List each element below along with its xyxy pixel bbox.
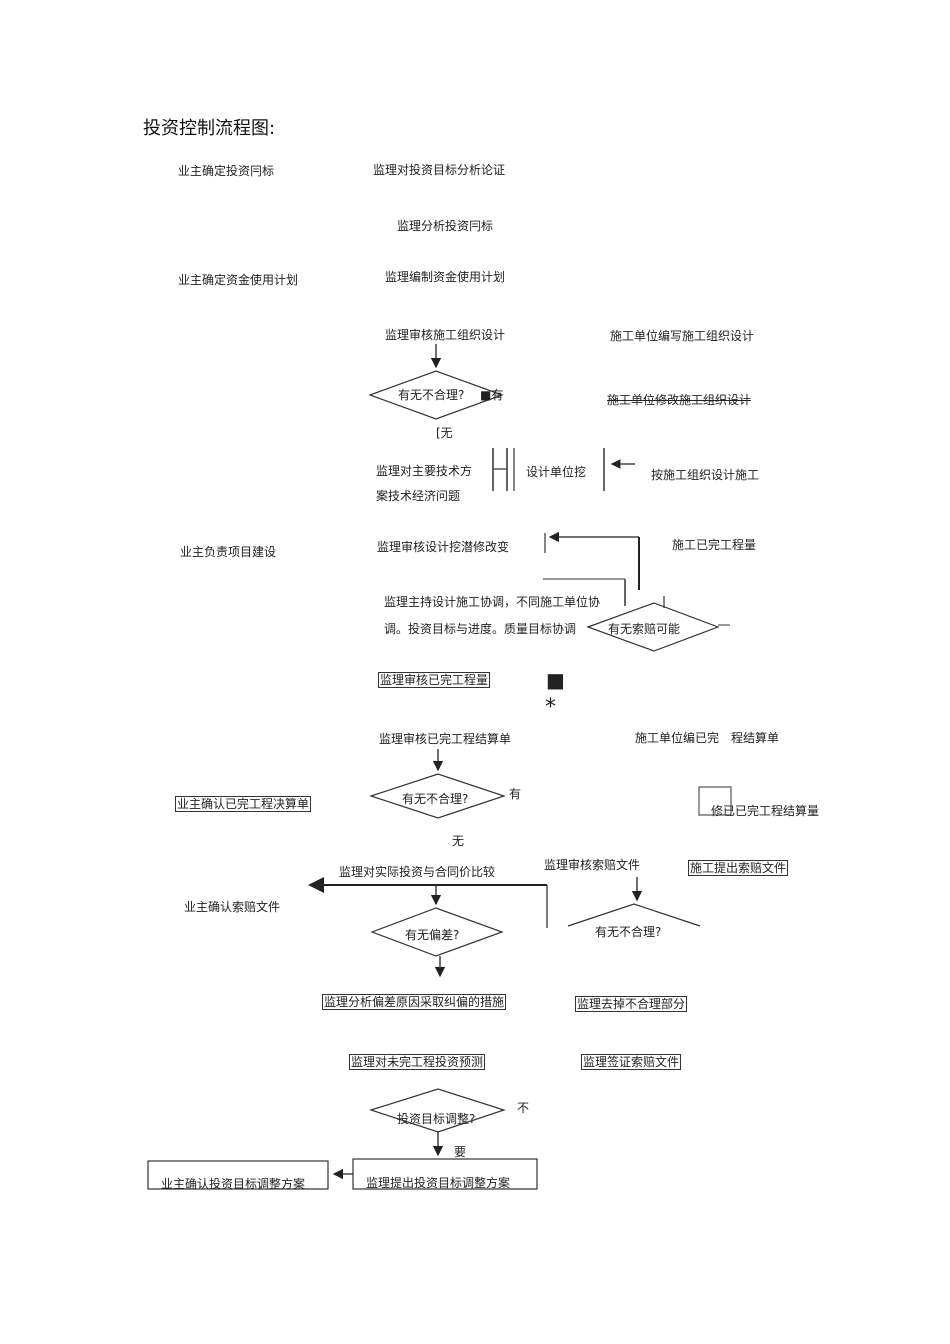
decision-6-no: 不 — [517, 1101, 530, 1115]
node-sup-tech-line1: 监理对主要技术方 — [376, 464, 473, 478]
node-sup-coord-line1: 监理主持设计施工协调，不同施工单位协 — [384, 595, 601, 609]
node-sup-forecast: 监理对未完工程投资预测 — [349, 1054, 486, 1070]
node-sup-review-change: 监理审核设计挖潜修改变 — [377, 540, 510, 554]
decision-diamond-6 — [369, 1088, 506, 1133]
decision-1-label: 有无不合理? — [398, 388, 465, 402]
node-sup-tech-line2: 案技术经济问题 — [376, 489, 461, 503]
decision-6-yes: 要 — [454, 1145, 467, 1159]
node-sup-fund-plan: 监理编制资金使用计划 — [385, 270, 506, 284]
decision-1-no: [无 — [436, 426, 453, 440]
decision-1-yes: ■有 — [480, 388, 504, 402]
node-sup-compare: 监理对实际投资与合同价比较 — [339, 865, 496, 879]
decision-diamond-4 — [370, 907, 504, 957]
decision-6-label: 投资目标调整? — [397, 1112, 476, 1126]
decision-2-label: 有无索赔可能 — [608, 622, 681, 636]
node-owner-confirm-settle: 业主确认已完工程决算单 — [175, 796, 312, 812]
node-build-by-org: 按施工组织设计施工 — [651, 468, 760, 482]
node-con-modify-settle: 修已已完工程结算量 — [711, 804, 820, 818]
decision-4-label: 有无偏差? — [405, 928, 460, 942]
node-sup-remove: 监理去掉不合理部分 — [575, 996, 688, 1012]
decision-3-label: 有无不合理? — [402, 792, 469, 806]
node-sup-review-claim: 监理审核索赔文件 — [544, 858, 641, 872]
node-con-write-org: 施工单位编写施工组织设计 — [610, 329, 755, 343]
decision-5-label: 有无不合理? — [595, 925, 662, 939]
decision-diamond-2 — [586, 602, 720, 652]
node-sup-review-done: 监理审核已完工程量 — [378, 672, 491, 688]
decision-3-yes: 有 — [509, 787, 522, 801]
node-sup-sign-claim: 监理签证索赔文件 — [581, 1054, 682, 1070]
node-con-modify-org: 施工单位修改施工组织设计 — [607, 393, 752, 407]
decision-diamond-5 — [567, 903, 701, 927]
node-owner-project: 业主负责项目建设 — [180, 545, 277, 559]
mark-square: ■ — [546, 668, 565, 692]
node-sup-deviation: 监理分析偏差原因采取纠偏的措施 — [322, 994, 507, 1010]
node-con-claim: 施工提出索赔文件 — [688, 860, 789, 876]
page-title: 投资控制流程图: — [143, 118, 276, 139]
node-sup-adjust: 监理提出投资目标调整方案 — [366, 1176, 511, 1190]
decision-3-no: 无 — [452, 834, 465, 848]
node-owner-confirm-claim: 业主确认索赔文件 — [184, 900, 281, 914]
node-owner-target: 业主确定投资冃标 — [178, 164, 275, 178]
node-sup-analyze-target: 监理分析投资冃标 — [397, 219, 494, 233]
node-con-settle: 施工单位编已完 程结算单 — [635, 731, 780, 745]
node-sup-review-org: 监理审核施工组织设计 — [385, 328, 506, 342]
node-sup-review-settle: 监理审核已完工程结算单 — [379, 732, 512, 746]
node-sup-analyze-demo: 监理对投资目标分析论证 — [373, 163, 506, 177]
mark-star: * — [545, 695, 556, 720]
decision-diamond-3 — [369, 773, 506, 819]
node-sup-coord-line2: 调。投资目标与进度。质量目标协调 — [384, 622, 577, 636]
decision-diamond-1 — [368, 370, 504, 420]
node-owner-fund-plan: 业主确定资金使用计划 — [178, 273, 299, 287]
node-design-unit: 设计单位挖 — [526, 465, 587, 479]
node-con-done-qty: 施工已完工程量 — [672, 538, 757, 552]
node-owner-adjust: 业主确认投资目标调整方案 — [161, 1177, 306, 1191]
